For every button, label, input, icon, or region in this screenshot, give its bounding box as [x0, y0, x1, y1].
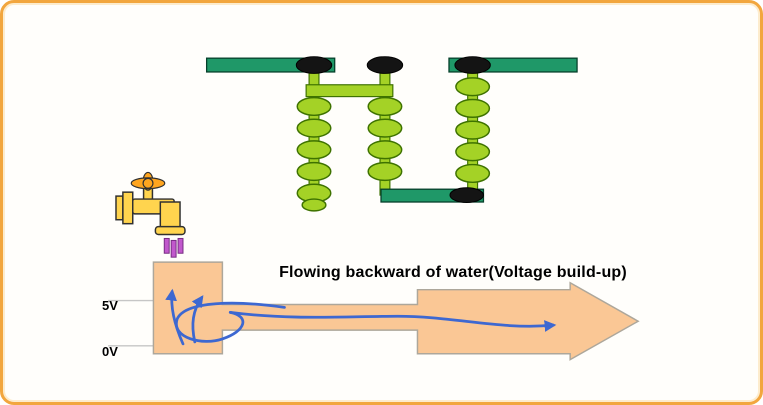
coil-disc [296, 118, 332, 138]
water-drop [163, 237, 170, 254]
diagram-svg [108, 56, 640, 361]
coil-disc [455, 77, 491, 97]
coil-disc [367, 161, 403, 182]
faucet-flange [122, 191, 134, 225]
coil-cap [295, 56, 333, 74]
coil-disc [296, 96, 332, 117]
faucet-icon [115, 171, 186, 236]
coil-disc [296, 140, 332, 160]
coil-disc [455, 120, 491, 140]
water-drops-icon [163, 237, 184, 258]
coil-disc [367, 118, 403, 138]
faucet-spout [159, 201, 181, 229]
coil-cap [449, 187, 484, 203]
flow-arrow-icon [165, 288, 557, 346]
voltage-label-5v: 5V [102, 298, 118, 313]
cross-bar [305, 84, 394, 98]
water-drop [170, 239, 177, 258]
flow-loop [175, 301, 286, 343]
faucet-flange [115, 195, 124, 221]
pipe-arrow-shape [152, 261, 640, 361]
flow-arrow-up-left [165, 288, 185, 346]
coil-disc [367, 140, 403, 160]
coil-disc [296, 161, 332, 182]
water-drop [177, 237, 184, 254]
coil-cap [366, 56, 404, 74]
coil-disc [455, 98, 491, 119]
coil-disc [455, 163, 491, 184]
flow-arrow-up-right [191, 295, 204, 344]
flow-arrow-main [228, 310, 557, 332]
coil-disc [455, 142, 491, 162]
coil-disc-end [301, 198, 327, 212]
coil-disc [367, 96, 403, 117]
faucet-spout-lip [154, 225, 186, 236]
coil-cap [454, 56, 491, 74]
faucet-handle-hub [142, 177, 154, 189]
diagram-title: Flowing backward of water(Voltage build-… [279, 264, 627, 281]
coil-assembly-icon [205, 56, 578, 212]
voltage-label-0v: 0V [102, 344, 118, 359]
